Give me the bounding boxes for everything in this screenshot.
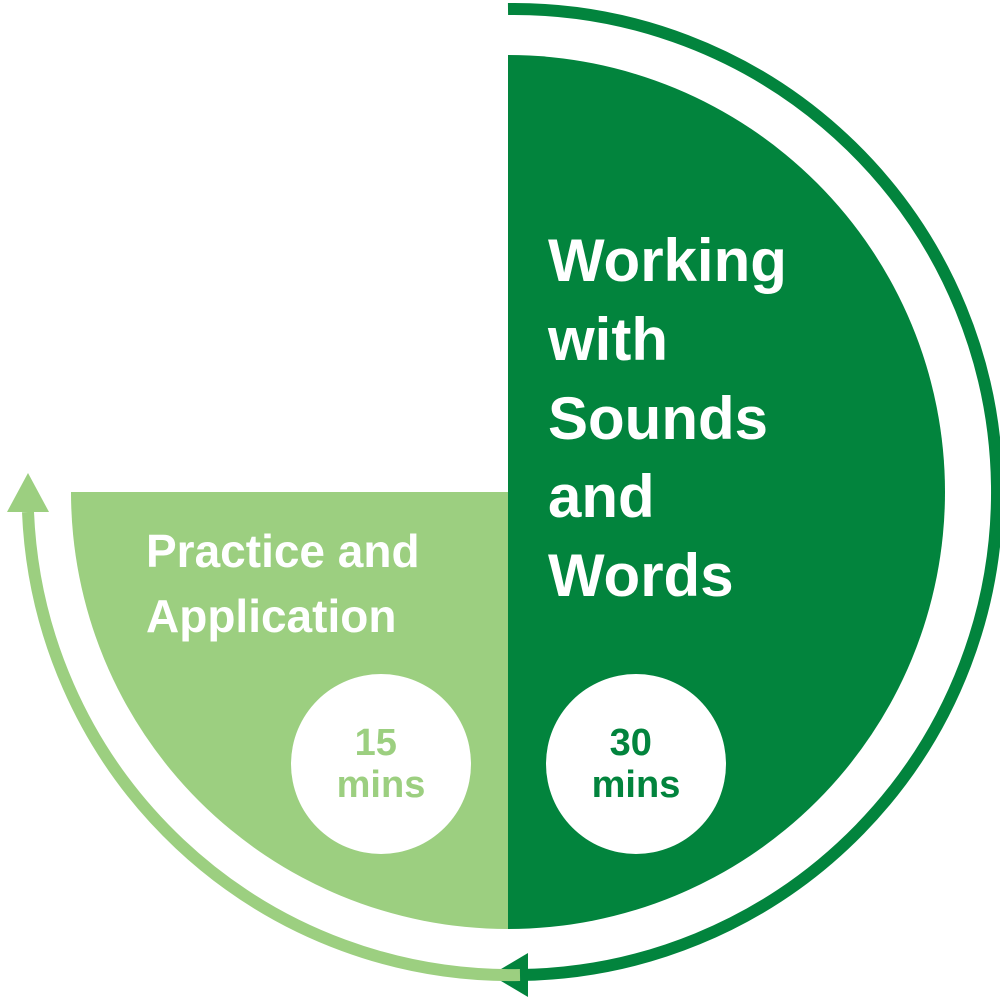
working-duration-value: 30 xyxy=(610,722,652,764)
practice-title: Practice and Application xyxy=(146,525,432,642)
practice-title-line: Application xyxy=(146,590,396,642)
working-title-line: with xyxy=(547,306,668,373)
working-title-line: Sounds xyxy=(548,385,768,452)
working-duration: 30 mins xyxy=(592,722,681,806)
working-title: Working with Sounds and Words xyxy=(547,227,804,609)
practice-duration-value: 15 xyxy=(355,722,397,764)
working-duration-unit: mins xyxy=(592,764,681,806)
working-title-line: Working xyxy=(548,227,787,294)
working-title-line: and xyxy=(548,463,655,530)
practice-duration: 15 mins xyxy=(337,722,426,806)
practice-arrowhead-icon xyxy=(7,473,49,512)
practice-arrow-arc xyxy=(22,511,521,982)
practice-title-line: Practice and xyxy=(146,525,420,577)
practice-duration-badge xyxy=(291,674,471,854)
working-duration-badge xyxy=(546,674,726,854)
working-title-line: Words xyxy=(548,542,734,609)
working-arrow-arc xyxy=(507,2,1000,981)
practice-duration-unit: mins xyxy=(337,764,426,806)
